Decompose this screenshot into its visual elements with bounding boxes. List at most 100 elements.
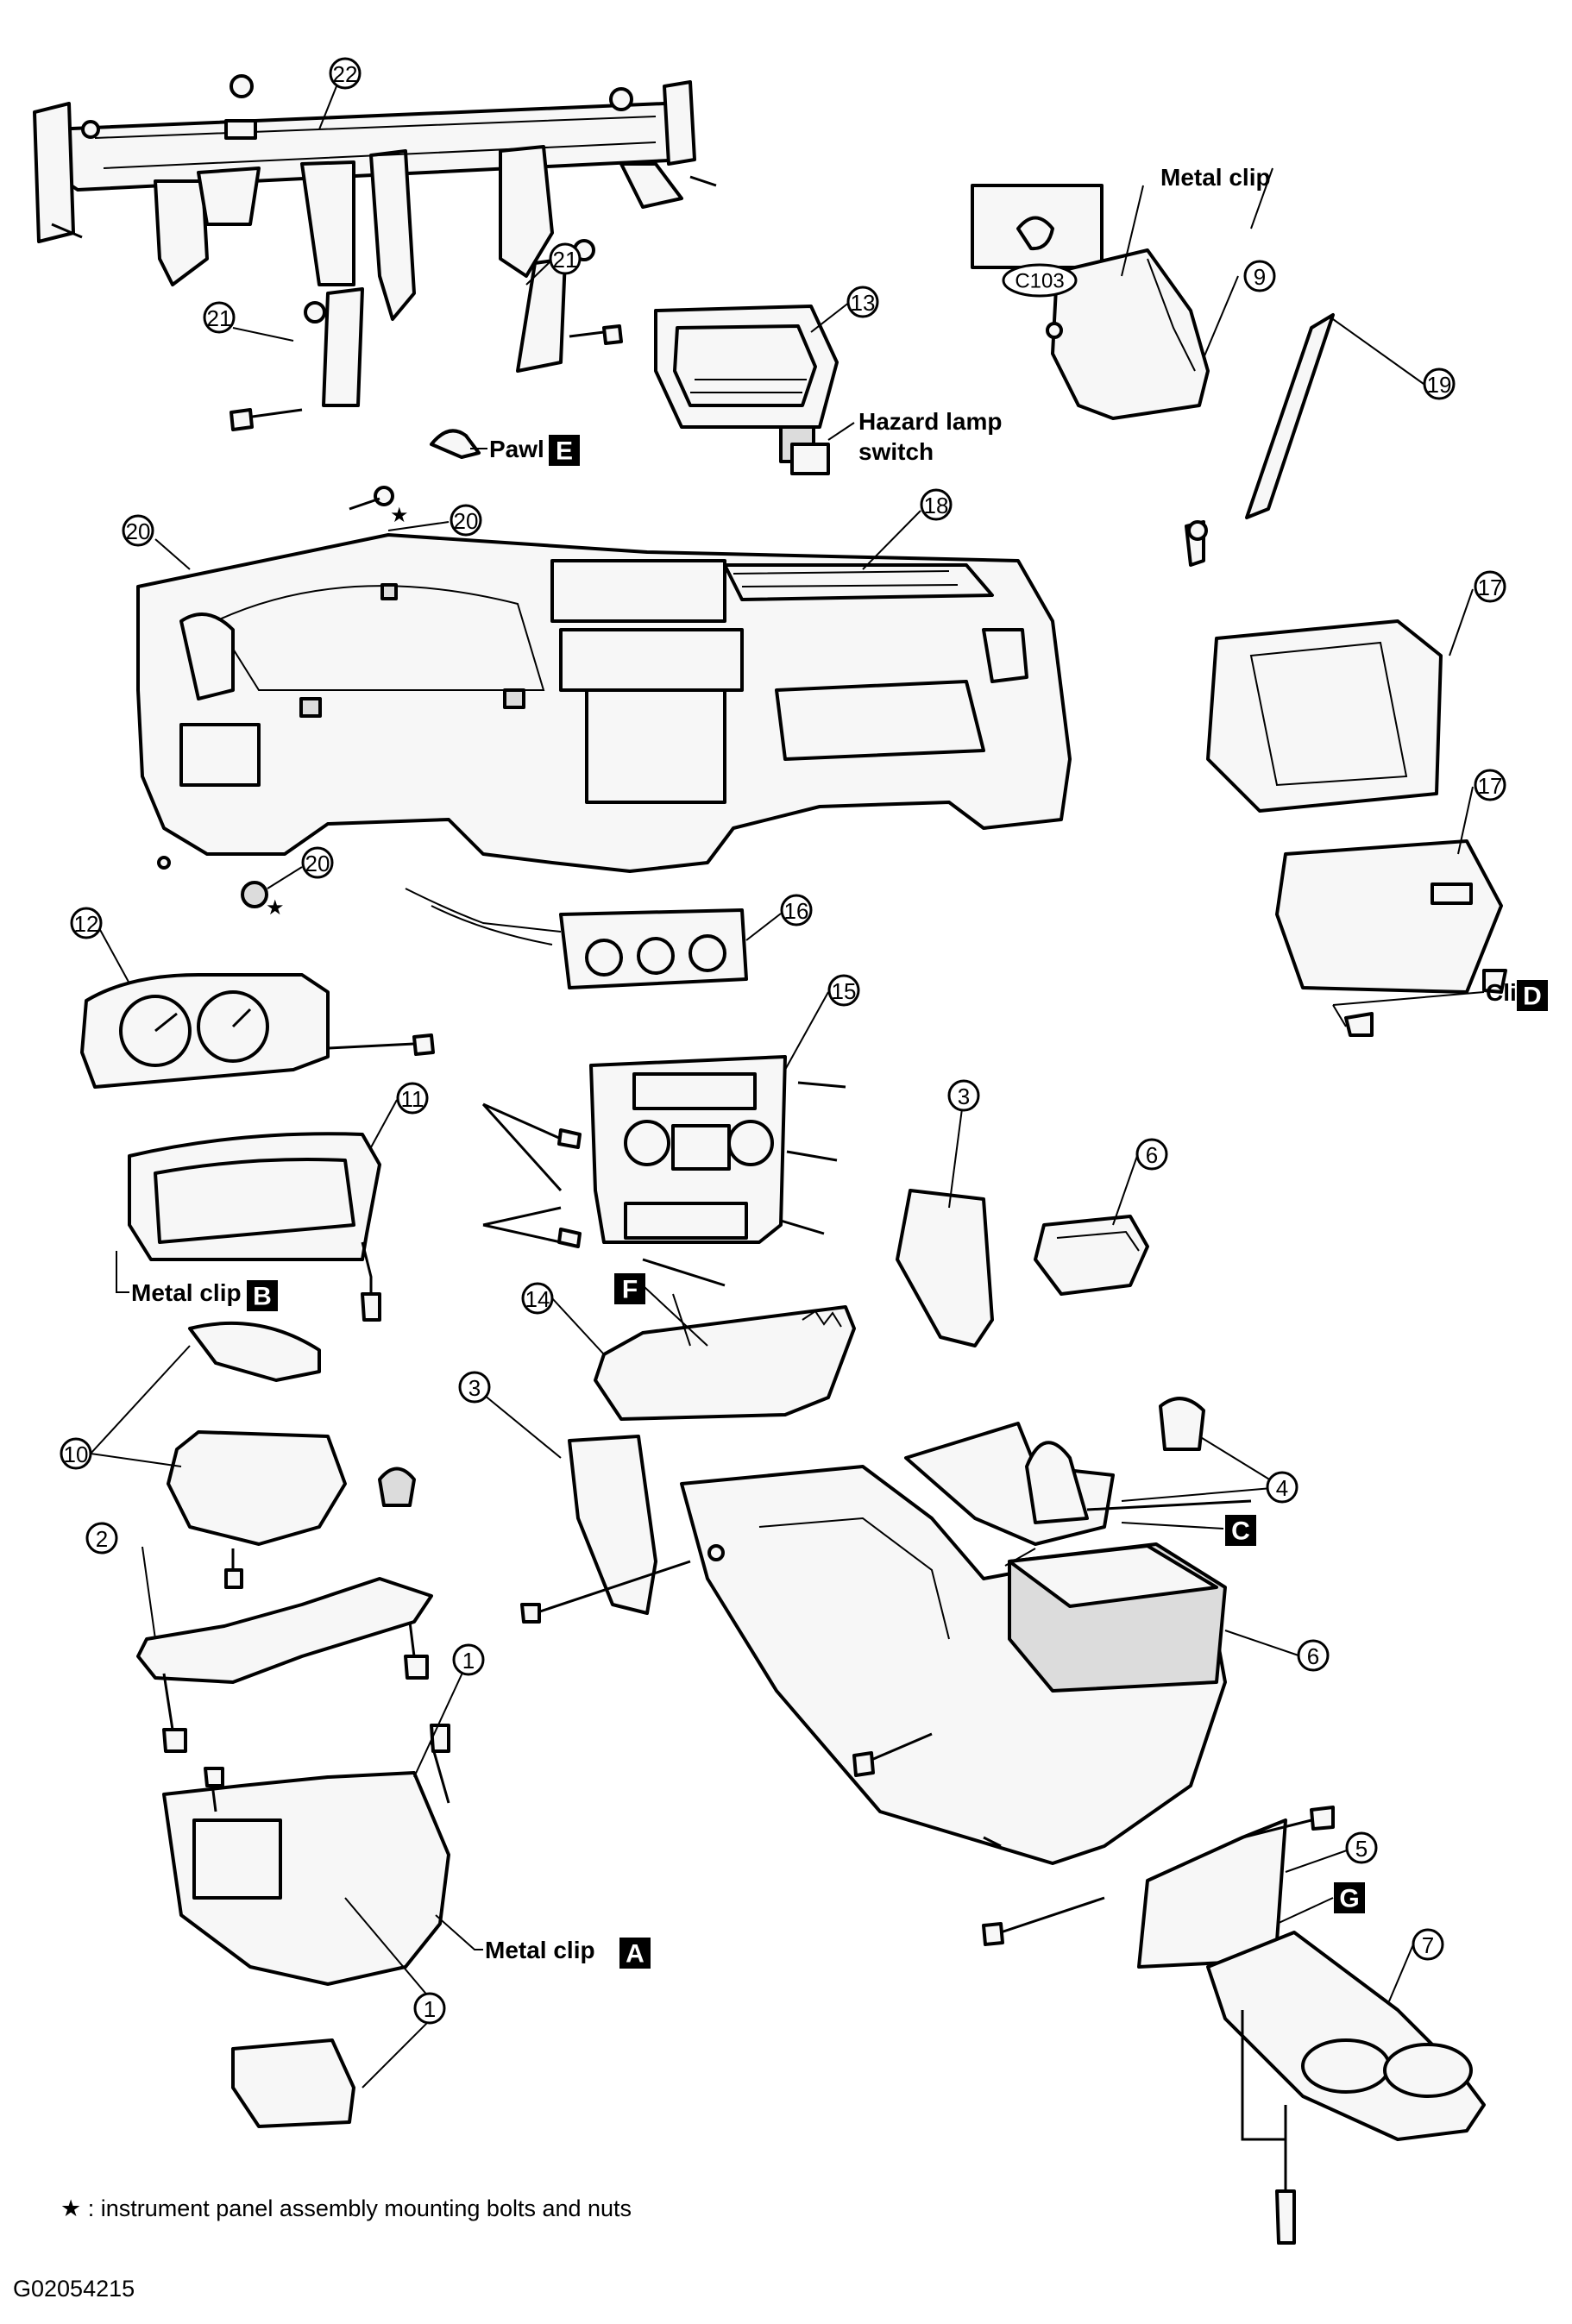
svg-text:18: 18: [924, 493, 949, 518]
svg-text:Pawl: Pawl: [489, 436, 544, 462]
center-vent-bezel: [654, 305, 839, 475]
svg-text:6: 6: [1146, 1142, 1158, 1168]
svg-text:16: 16: [784, 898, 809, 924]
center-console: [680, 1465, 1227, 1865]
svg-text:E: E: [556, 437, 573, 466]
svg-text:9: 9: [1254, 264, 1266, 290]
pawl-part: [430, 429, 481, 459]
callout-21b: 21: [203, 301, 236, 334]
callout-13: 13: [846, 286, 879, 318]
callout-6a: 6: [1135, 1138, 1168, 1171]
svg-text:12: 12: [74, 911, 99, 937]
svg-text:C103: C103: [1015, 270, 1064, 293]
figure-id: G02054215: [13, 2276, 135, 2302]
leader-lines: [90, 85, 1485, 2088]
side-cover-lower: [520, 1435, 691, 1624]
callout-14: 14: [521, 1282, 554, 1315]
svg-text:1: 1: [462, 1648, 475, 1674]
star-marker-lower: ★: [266, 896, 285, 920]
callout-17b: 17: [1474, 769, 1506, 801]
callout-20c: 20: [301, 846, 334, 879]
callout-9: 9: [1243, 260, 1276, 292]
svg-text:17: 17: [1478, 575, 1503, 600]
callout-2: 2: [85, 1522, 118, 1555]
callout-19: 19: [1423, 367, 1456, 400]
label-clip-d: Clip D: [1486, 979, 1548, 1011]
label-c: C: [1121, 1515, 1256, 1546]
svg-text:A: A: [626, 1940, 645, 1969]
svg-text:4: 4: [1276, 1475, 1288, 1501]
svg-text:20: 20: [126, 518, 151, 544]
svg-text:switch: switch: [858, 438, 934, 465]
footer-legend: ★ : instrument panel assembly mounting b…: [60, 2195, 632, 2221]
svg-text:Hazard lamp: Hazard lamp: [858, 408, 1003, 435]
callout-12: 12: [70, 907, 103, 939]
center-cluster-bezel: [481, 1055, 846, 1287]
defroster-grille: [733, 570, 959, 587]
svg-text:3: 3: [958, 1083, 970, 1109]
label-g: G: [1334, 1882, 1365, 1913]
callout-17a: 17: [1474, 570, 1506, 603]
svg-text:B: B: [253, 1283, 272, 1311]
cluster-lid: [128, 1132, 381, 1322]
trim-detail: [802, 1310, 842, 1328]
steering-support-member: [33, 74, 717, 321]
callout-20b: 20: [450, 504, 482, 537]
callout-20a: 20: [122, 514, 154, 547]
svg-text:21: 21: [553, 247, 578, 273]
callout-22: 22: [329, 57, 362, 90]
svg-text:C: C: [1231, 1517, 1250, 1546]
callout-7: 7: [1412, 1928, 1444, 1961]
callout-15: 15: [827, 974, 860, 1007]
lower-center-trim: [594, 1305, 856, 1421]
callout-10: 10: [60, 1437, 92, 1470]
callout-11: 11: [396, 1082, 429, 1115]
svg-text:D: D: [1523, 983, 1542, 1011]
svg-text:13: 13: [851, 290, 876, 316]
callout-3b: 3: [458, 1371, 491, 1404]
cup-holder-tray: [1206, 1931, 1486, 2245]
callout-21a: 21: [549, 242, 582, 275]
svg-text:Metal clip: Metal clip: [1160, 164, 1271, 191]
svg-text:20: 20: [305, 851, 330, 876]
svg-text:21: 21: [207, 305, 232, 331]
svg-text:20: 20: [454, 508, 479, 534]
label-metal-clip-a: Metal clip A: [435, 1914, 651, 1969]
svg-text:15: 15: [832, 978, 857, 1004]
callout-5: 5: [1345, 1831, 1378, 1864]
callout-16: 16: [780, 894, 813, 926]
callout-3a: 3: [947, 1079, 980, 1112]
svg-text:19: 19: [1427, 372, 1452, 398]
svg-text:★: ★: [266, 896, 285, 920]
column-support: [136, 1577, 433, 1753]
svg-text:3: 3: [468, 1375, 481, 1401]
svg-text:14: 14: [525, 1286, 550, 1312]
label-pawl: Pawl E: [470, 435, 580, 466]
svg-text:★: ★: [390, 504, 409, 527]
side-trim-panel: [971, 184, 1210, 420]
label-metal-clip-b: Metal clip B: [116, 1251, 278, 1311]
svg-text:G: G: [1339, 1885, 1359, 1913]
callout-18: 18: [920, 488, 953, 521]
label-f: F: [614, 1273, 645, 1304]
callout-6b: 6: [1297, 1639, 1330, 1672]
svg-text:10: 10: [64, 1442, 89, 1467]
svg-text:2: 2: [96, 1526, 108, 1552]
side-cover-upper: [896, 1189, 994, 1347]
heater-control: [405, 888, 748, 989]
callout-1a: 1: [452, 1643, 485, 1676]
brackets: [230, 239, 623, 431]
label-hazard-switch: Hazard lamp switch: [827, 408, 1003, 465]
svg-text:1: 1: [424, 1996, 436, 2022]
glove-box: [1185, 520, 1507, 1037]
svg-text:Metal clip: Metal clip: [131, 1279, 242, 1306]
callout-4: 4: [1266, 1471, 1298, 1504]
svg-text:7: 7: [1422, 1932, 1434, 1958]
svg-text:F: F: [622, 1276, 638, 1304]
combination-meter: [80, 973, 435, 1089]
steering-column-cover: [167, 1321, 416, 1589]
svg-text:22: 22: [333, 61, 358, 87]
star-marker-upper: ★: [390, 504, 409, 527]
callout-1b: 1: [413, 1992, 446, 2025]
